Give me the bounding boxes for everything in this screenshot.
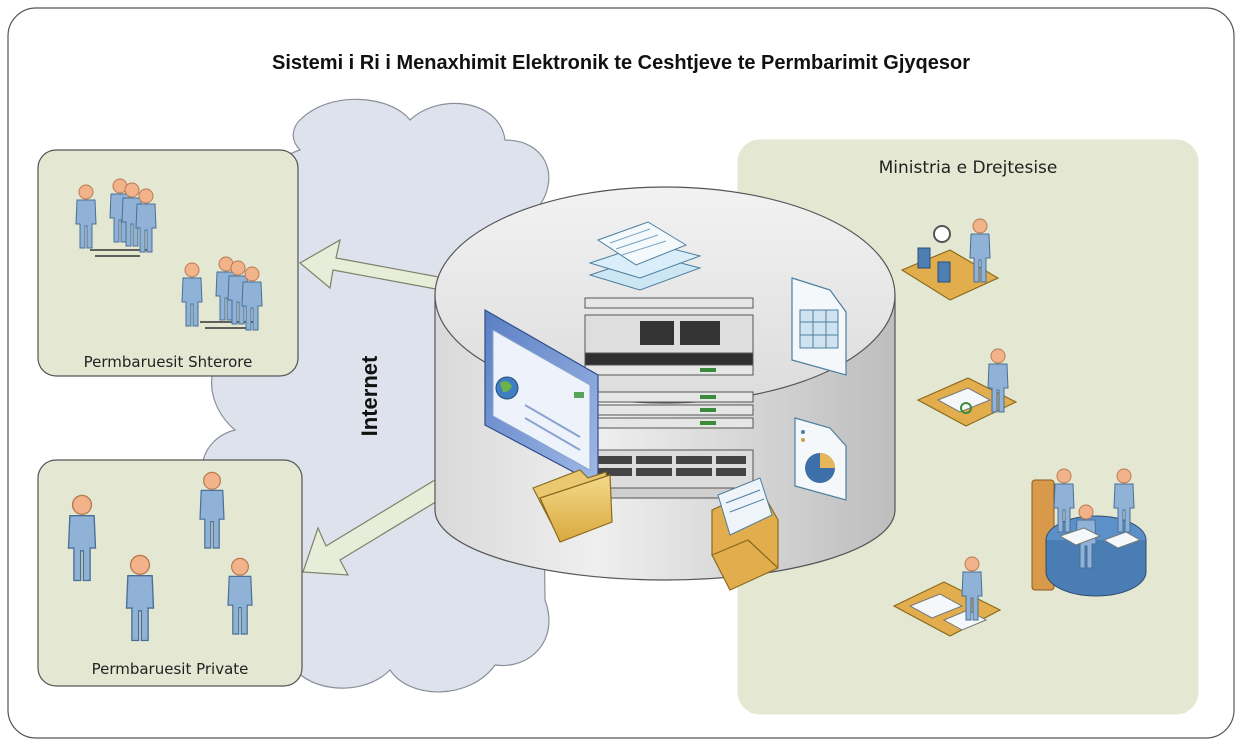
- web-browser-icon: [484, 308, 599, 486]
- state-bailiffs-box: [37, 149, 299, 377]
- desk-worker-icon: [892, 556, 1002, 637]
- state-bailiffs-label: Permbaruesit Shterore: [83, 353, 253, 371]
- private-bailiffs-label: Permbaruesit Private: [91, 660, 249, 678]
- folder-icon: [532, 469, 613, 543]
- meeting-table-icon: [1031, 468, 1147, 597]
- pie-chart-document-icon: [794, 417, 847, 501]
- documents-stack-icon: [588, 221, 702, 291]
- inspector-worker-icon: [900, 218, 1000, 301]
- mail-envelope-icon: [711, 477, 779, 591]
- internet-label: Internet: [357, 355, 382, 437]
- diagram-title: Sistemi i Ri i Menaxhimit Elektronik te …: [271, 52, 970, 74]
- desk-worker-icon: [916, 348, 1018, 427]
- ministry-label: Ministria e Drejtesise: [878, 158, 1058, 178]
- people-group-icon: [181, 256, 263, 331]
- spreadsheet-document-icon: [791, 277, 847, 376]
- people-group-icon: [75, 178, 157, 257]
- server-rack-icon: [584, 297, 754, 499]
